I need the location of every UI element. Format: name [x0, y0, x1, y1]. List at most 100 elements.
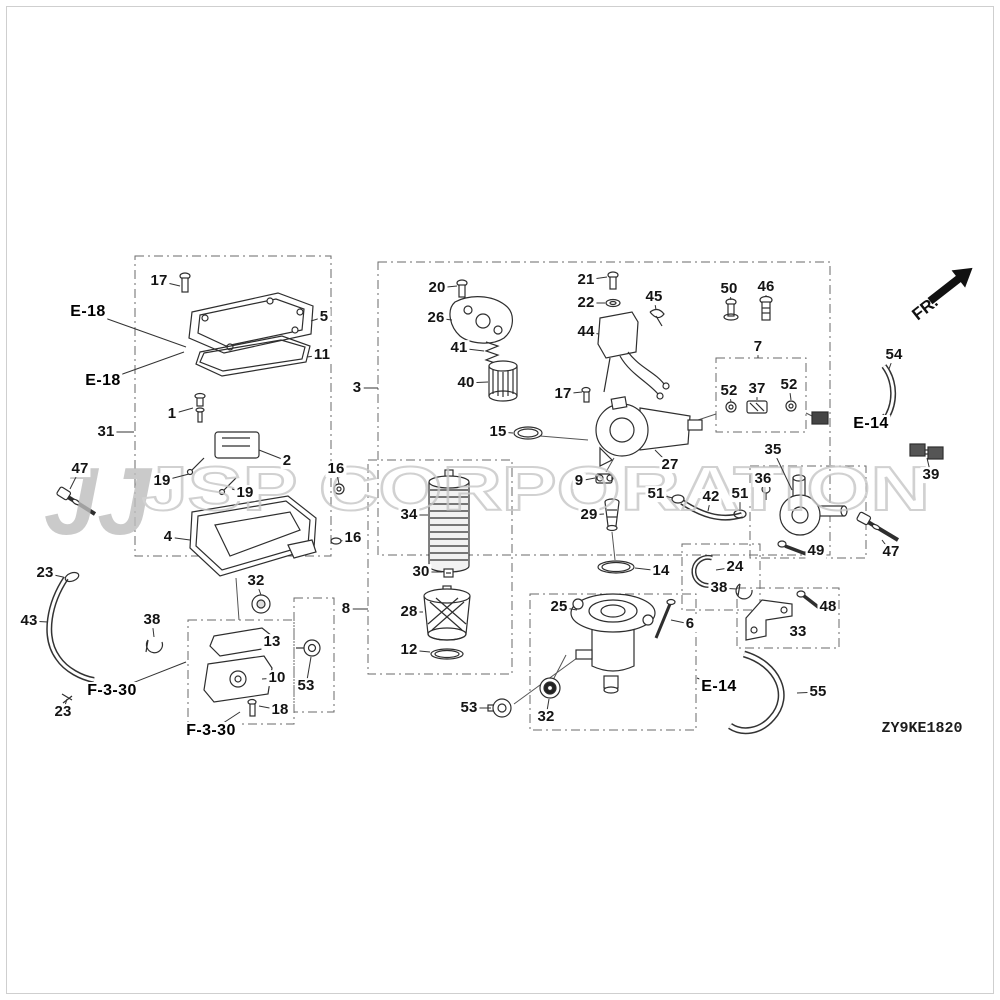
part-number-label: 4	[161, 528, 175, 546]
part-39-joint-icon	[909, 443, 944, 460]
part-number-label: 52	[718, 382, 740, 400]
part-32-bottom-grommet-icon	[539, 677, 561, 699]
part-number-label: 13	[261, 633, 283, 651]
group-box-7	[715, 357, 807, 433]
part-number-label: 9	[572, 472, 586, 490]
part-number-label: 47	[880, 543, 902, 561]
part-number-label: 17	[552, 385, 574, 403]
part-number-label: 36	[752, 470, 774, 488]
part-number-label: 3	[350, 379, 364, 397]
part-number-label: 23	[52, 703, 74, 721]
group-box-53	[293, 597, 335, 713]
part-number-label: 54	[883, 346, 905, 364]
part-number-label: 17	[148, 272, 170, 290]
part-number-label: 32	[245, 572, 267, 590]
part-number-label: 51	[645, 485, 667, 503]
reference-label: E-14	[699, 678, 739, 696]
part-38-clip-icon	[145, 639, 164, 654]
part-18-bolt-icon	[247, 698, 257, 717]
part-number-label: 48	[817, 598, 839, 616]
watermark-text: JSP CORPORATION	[142, 455, 930, 524]
part-49-bolt-icon	[777, 540, 807, 556]
part-number-label: 33	[787, 623, 809, 641]
part-number-label: 44	[575, 323, 597, 341]
group-box-33	[736, 587, 840, 649]
part-50-bolt-icon	[723, 298, 739, 321]
part-number-label: 5	[317, 308, 331, 326]
part-number-label: 27	[659, 456, 681, 474]
part-30-damper-icon	[443, 568, 454, 578]
part-34-fuel-pump-icon	[428, 469, 470, 573]
part-number-label: 12	[398, 641, 420, 659]
part-15-oring-icon	[513, 426, 543, 440]
part-number-label: 1	[165, 405, 179, 423]
part-28-strainer-icon	[423, 585, 471, 641]
part-12-oring-icon	[430, 648, 464, 660]
part-number-label: 47	[69, 460, 91, 478]
part-number-label: 32	[535, 708, 557, 726]
part-number-label: 16	[342, 529, 364, 547]
part-25-base-icon	[570, 593, 656, 694]
part-41-spring-icon	[484, 341, 500, 365]
part-9-fitting-icon	[595, 473, 614, 484]
part-number-label: 8	[339, 600, 353, 618]
part-number-label: 35	[762, 441, 784, 459]
reference-label: F-3-30	[85, 682, 139, 700]
part-20-bolt-icon	[456, 279, 468, 298]
part-29-valve-icon	[604, 498, 620, 532]
part-number-label: 30	[410, 563, 432, 581]
assembly-group-boxes	[134, 255, 867, 731]
part-number-label: 14	[650, 562, 672, 580]
part-number-label: 46	[755, 278, 777, 296]
part-number-label: 52	[778, 376, 800, 394]
part-number-label: 24	[724, 558, 746, 576]
part-51-clips-icon	[671, 494, 747, 519]
part-number-label: 53	[295, 677, 317, 695]
part-number-label: 19	[234, 484, 256, 502]
part-number-label: 42	[700, 488, 722, 506]
part-24-clamp-icon	[691, 554, 716, 588]
part-number-label: 51	[729, 485, 751, 503]
part-33-bracket-icon	[745, 599, 793, 641]
part-47-right-bolt-icon	[856, 511, 900, 542]
part-1-valve-icon	[194, 392, 206, 423]
part-number-label: 7	[751, 338, 765, 356]
part-number-label: 25	[548, 598, 570, 616]
watermark: JJ JSP CORPORATION	[44, 448, 931, 555]
group-box-3	[377, 261, 831, 556]
part-38-right-clip-icon	[735, 583, 753, 600]
part-2-bracket-icon	[214, 431, 260, 459]
part-21-screw-icon	[607, 271, 619, 290]
part-number-label: 28	[398, 603, 420, 621]
part-number-label: 40	[455, 374, 477, 392]
part-19-screws-icon	[186, 457, 237, 496]
part-connector-icon	[811, 411, 829, 425]
part-43-tube-icon	[46, 576, 95, 683]
part-17-center-bolt-icon	[581, 386, 591, 403]
part-47-left-bolt-icon	[56, 486, 97, 516]
part-number-label: 38	[708, 579, 730, 597]
diagram-code: ZY9KE1820	[881, 720, 963, 737]
parts-artwork	[46, 271, 944, 735]
part-number-label: 15	[487, 423, 509, 441]
part-40-filter-icon	[488, 360, 518, 402]
part-number-label: 49	[805, 542, 827, 560]
part-number-label: 29	[578, 506, 600, 524]
part-53-bottom-plug-icon	[487, 698, 512, 718]
part-number-label: 23	[34, 564, 56, 582]
part-number-label: 20	[426, 279, 448, 297]
part-number-label: 10	[266, 669, 288, 687]
group-box-8	[367, 459, 513, 675]
part-22-washer-icon	[605, 298, 621, 308]
part-number-label: 19	[151, 472, 173, 490]
part-16-nut-icon	[333, 483, 345, 495]
part-11-gasket-icon	[195, 335, 311, 377]
part-35-assembly-icon	[779, 474, 848, 536]
part-number-label: 38	[141, 611, 163, 629]
part-4-case-icon	[189, 495, 317, 577]
part-number-label: 39	[920, 466, 942, 484]
reference-label: E-18	[83, 372, 123, 390]
